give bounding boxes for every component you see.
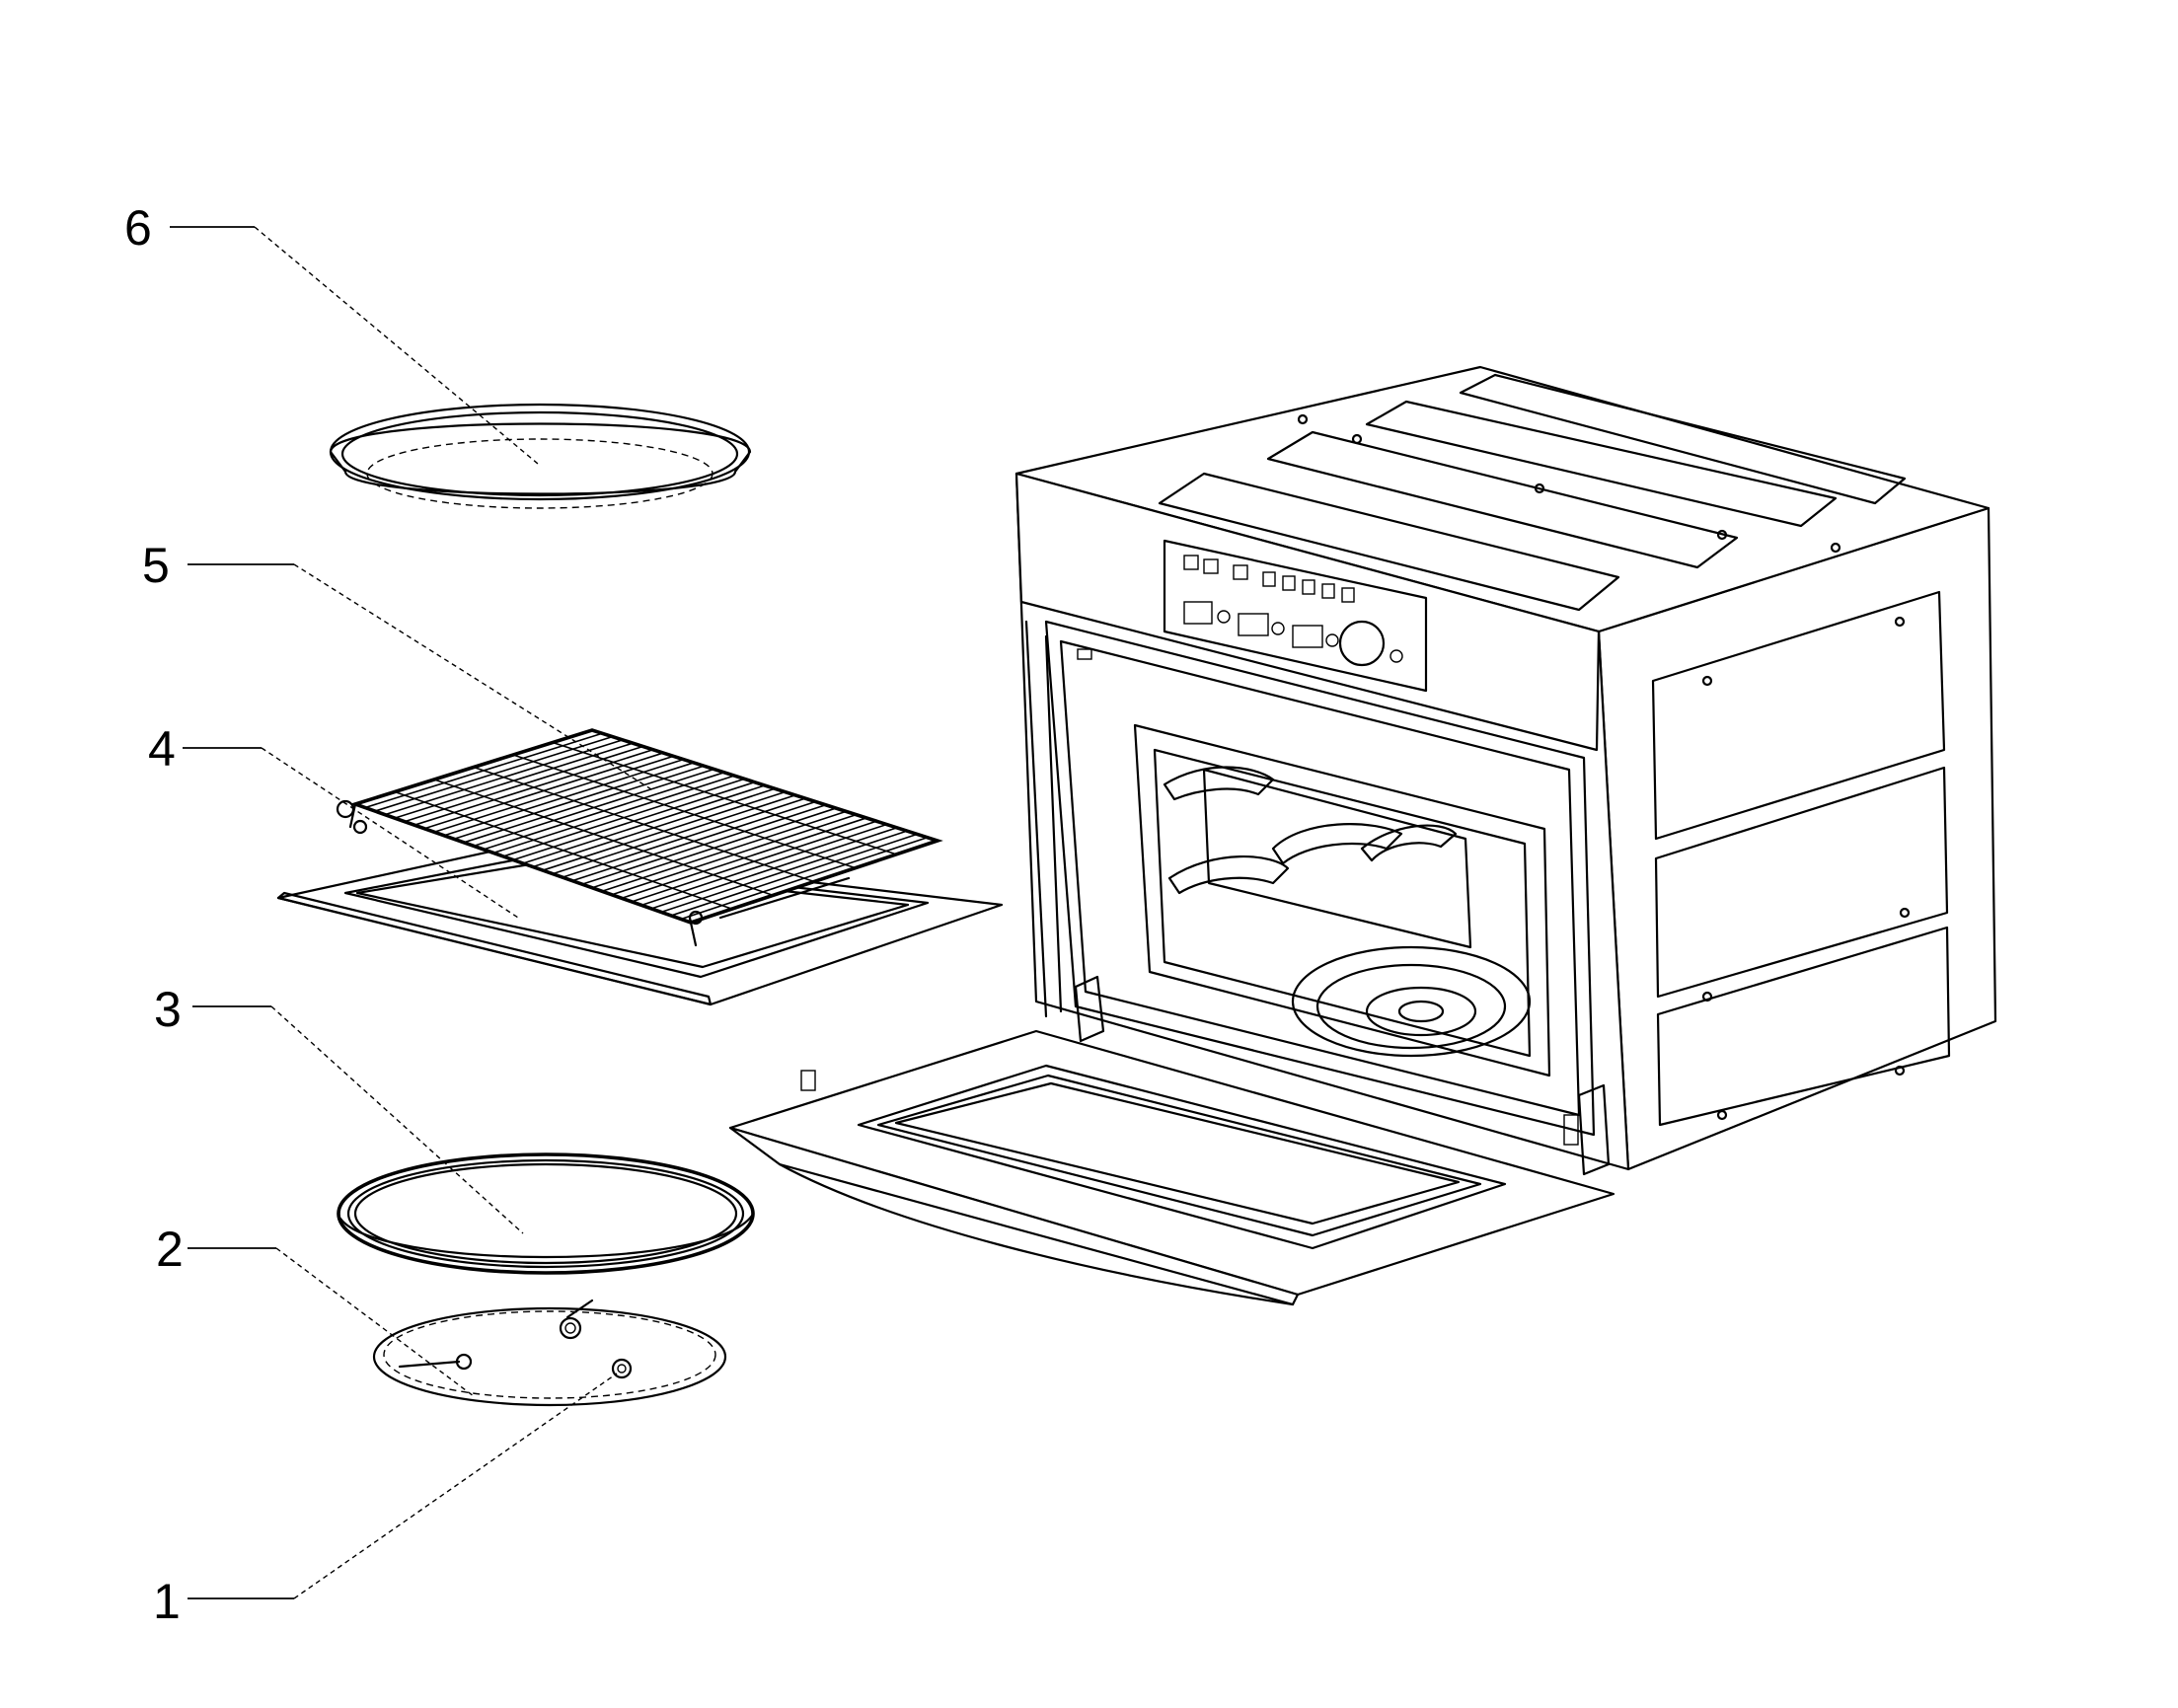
callout-4: 4	[148, 721, 176, 777]
leader-lines	[170, 226, 652, 1599]
callout-3: 3	[154, 982, 182, 1037]
rack-crosswire	[552, 741, 897, 855]
roller-ring-icon	[372, 1299, 727, 1407]
callout-2: 2	[156, 1222, 184, 1277]
glass-turntable-icon	[337, 1152, 755, 1275]
callout-1: 1	[153, 1574, 181, 1629]
round-pan-icon	[329, 403, 752, 509]
rack-crosswire	[394, 790, 732, 910]
wire-rack-icon	[336, 728, 943, 947]
rack-crosswire	[473, 766, 815, 883]
rack-crosswire	[433, 779, 774, 897]
callout-6: 6	[124, 200, 152, 256]
rack-crosswire	[512, 754, 856, 869]
oven-door-icon	[728, 975, 1615, 1306]
oven-body-icon	[1014, 365, 1997, 1176]
callout-5: 5	[142, 538, 170, 593]
callout-labels: 6 5 4 3 2 1	[124, 200, 184, 1629]
